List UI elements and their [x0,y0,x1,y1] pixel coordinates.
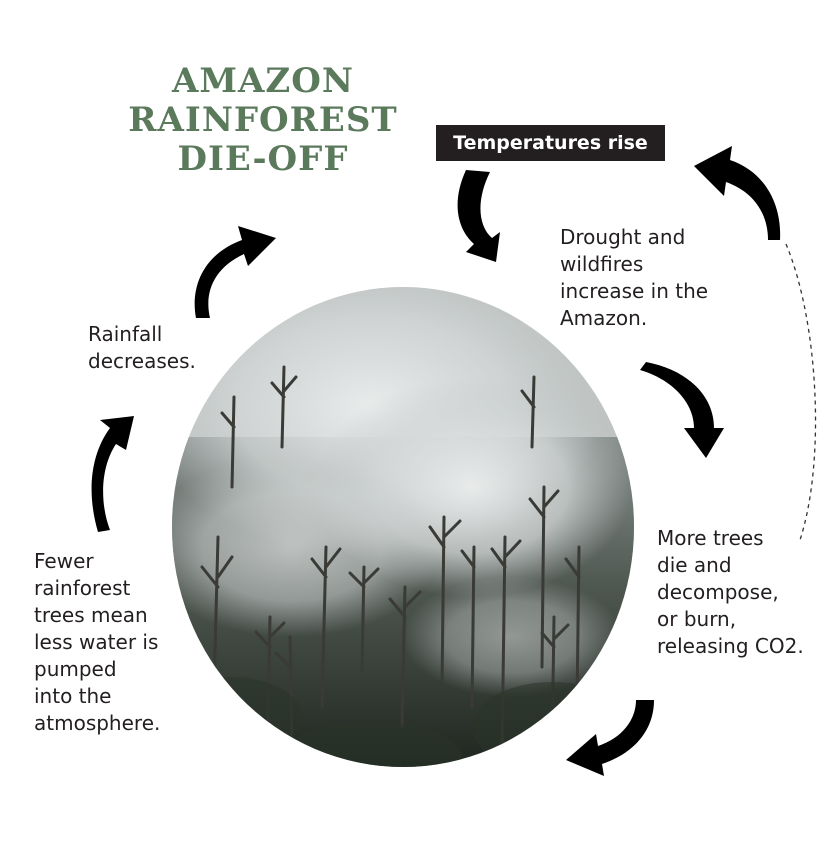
curved-arrow-icon [457,170,500,262]
curved-arrow-icon [566,700,654,776]
title-line-3: DIE-OFF [177,139,349,179]
step-rainfall-decreases: Rainfall decreases. [88,322,196,373]
curved-arrow-icon [694,146,781,240]
dashed-feedback-line [785,243,817,541]
step-drought-wildfires: Drought and wildfires increase in the Am… [560,225,709,330]
title-line-1: AMAZON [172,61,354,101]
step-fewer-trees: Fewer rainforest trees mean less water i… [34,549,161,735]
temperatures-rise-banner: Temperatures rise [436,125,665,161]
burned-forest-photo [172,287,634,767]
title-line-2: RAINFOREST [128,100,398,140]
curved-arrow-icon [91,416,134,532]
curved-arrow-icon [194,226,276,318]
step-trees-die: More trees die and decompose, or burn, r… [657,526,804,658]
diagram-title: AMAZON RAINFOREST DIE-OFF [128,62,398,179]
curved-arrow-icon [640,362,724,458]
